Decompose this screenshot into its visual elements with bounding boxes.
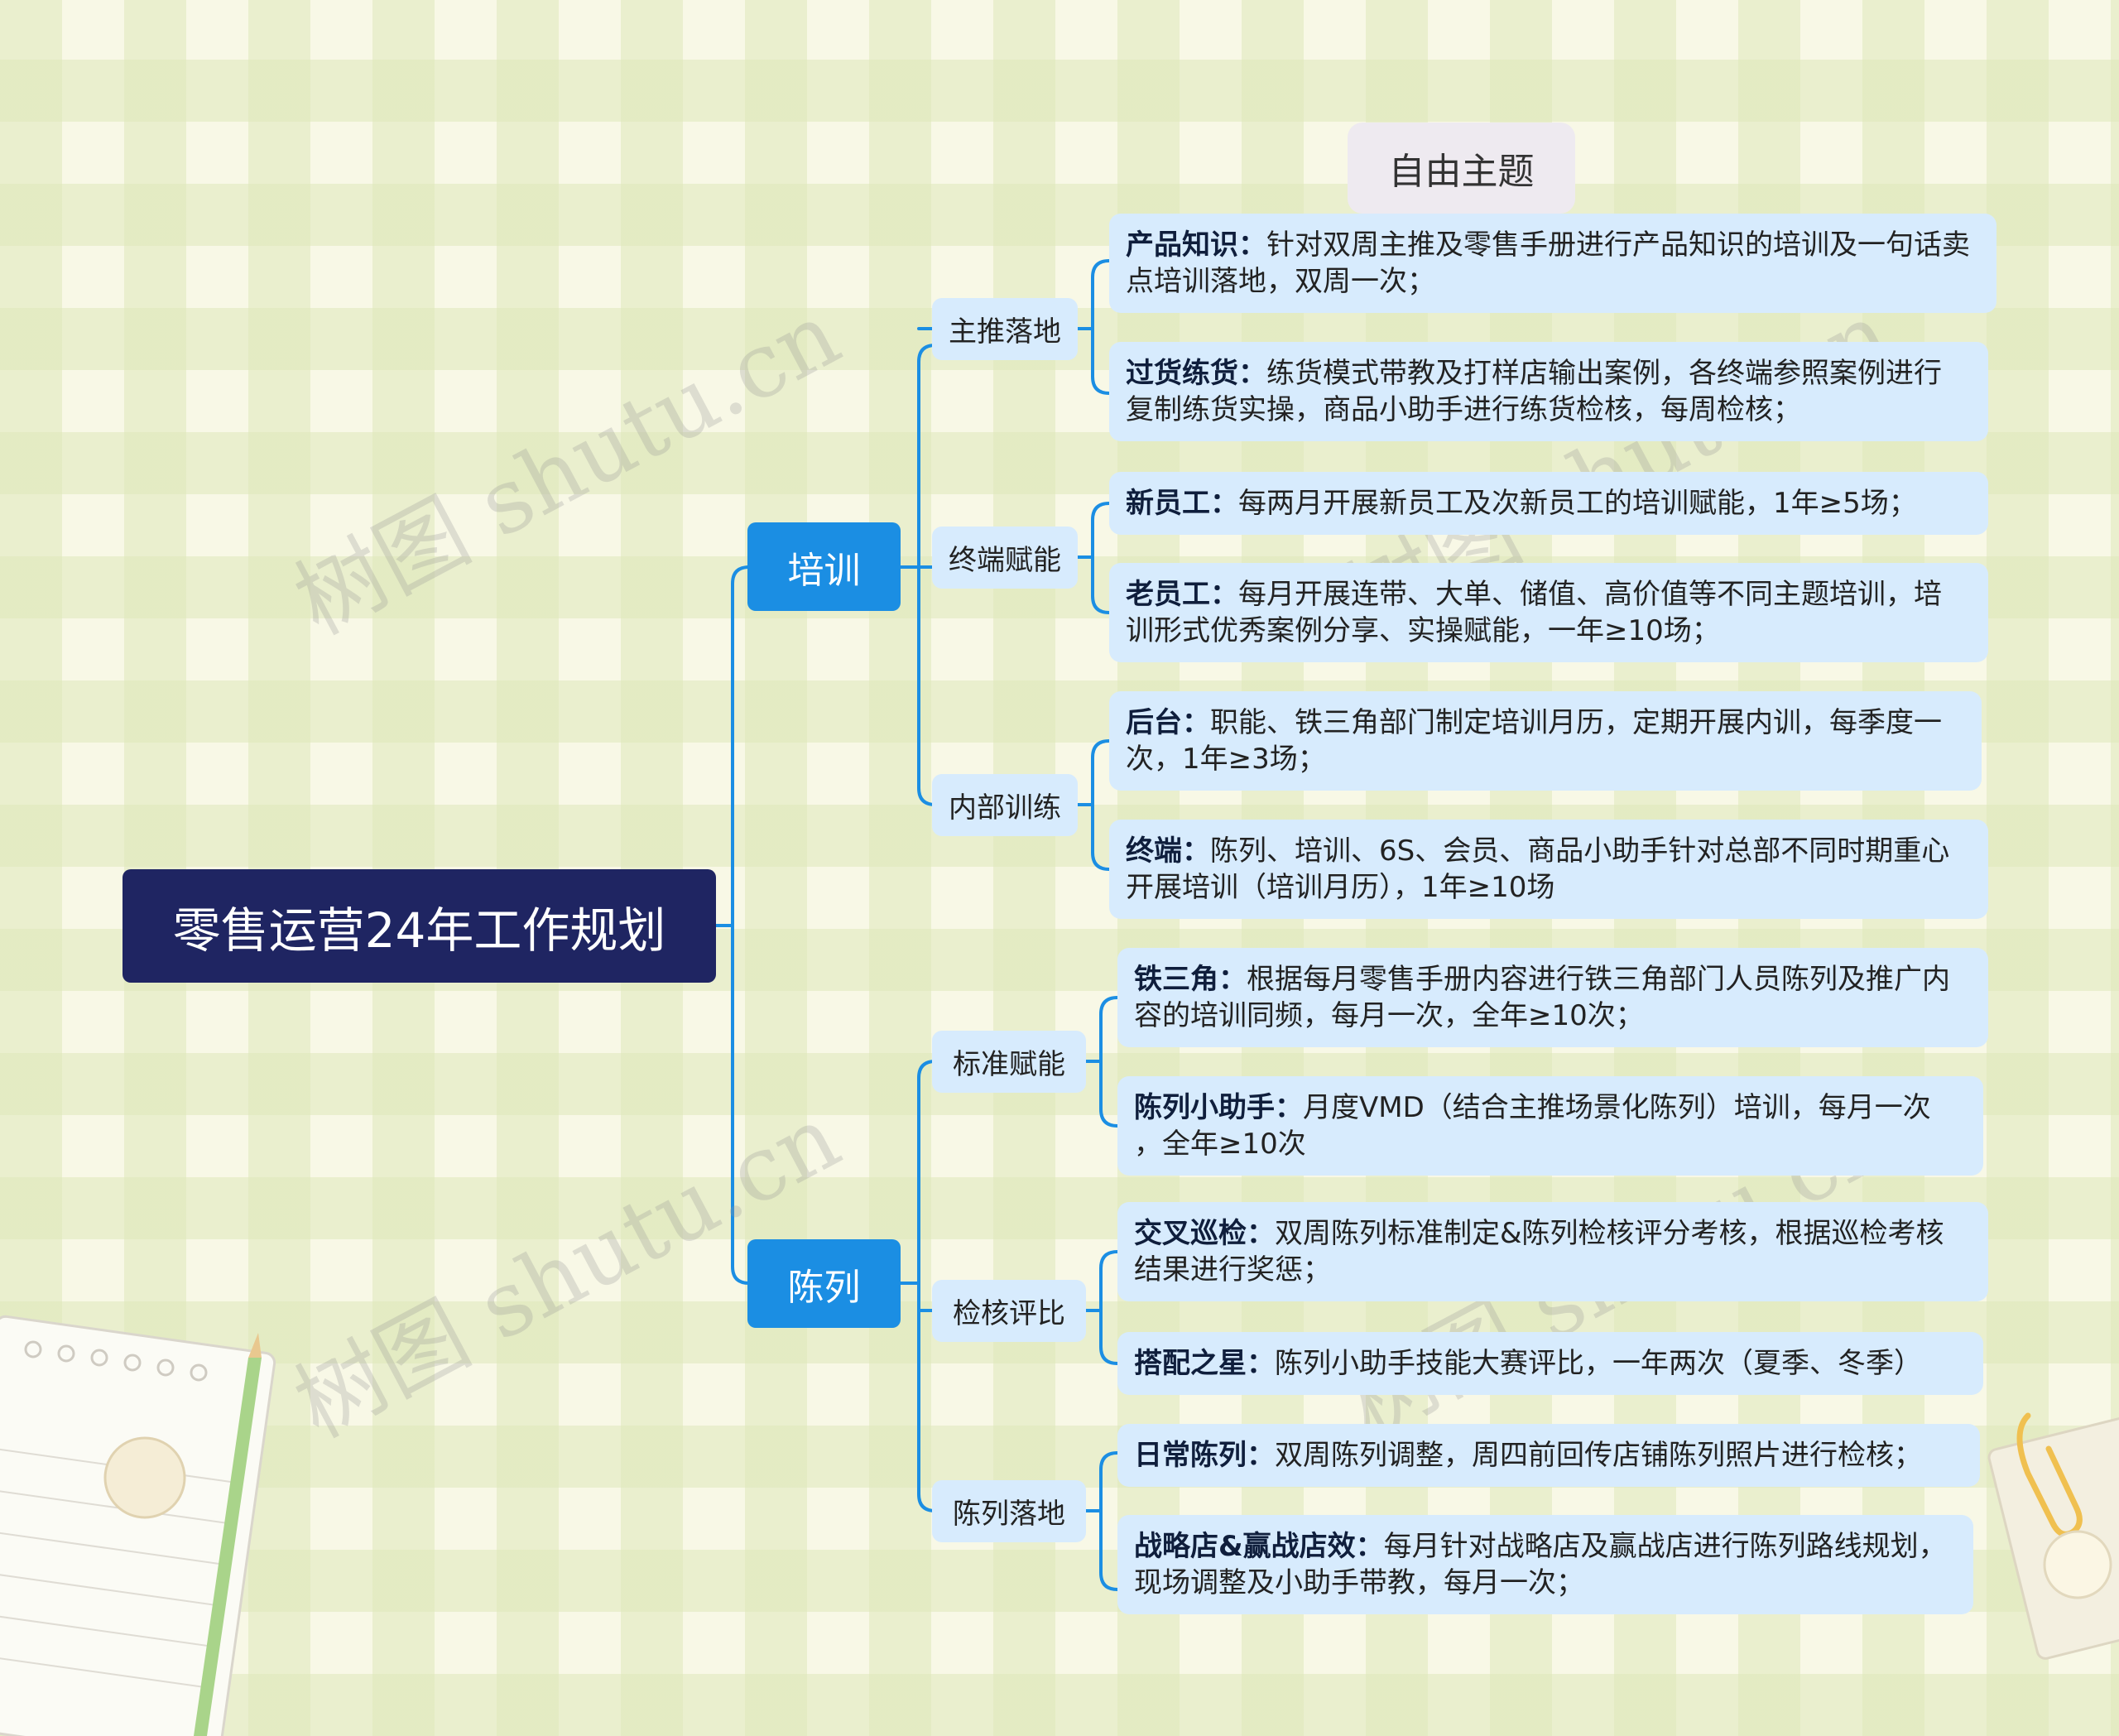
branch-training[interactable]: 培训 xyxy=(747,522,901,611)
leaf-title: 老员工： xyxy=(1126,578,1238,611)
subtopic-luodi[interactable]: 陈列落地 xyxy=(932,1480,1086,1542)
leaf-text: 根据每月零售手册内容进行铁三角部门人员陈列及推广内 xyxy=(1247,963,1950,996)
leaf-text: 职能、铁三角部门制定培训月历，定期开展内训，每季度一 xyxy=(1210,706,1942,739)
leaf-node[interactable]: 新员工：每两月开展新员工及次新员工的培训赋能，1年≥5场； xyxy=(1109,472,1988,535)
connector-trunk xyxy=(733,567,749,1283)
leaf-node[interactable]: 后台：职能、铁三角部门制定培训月历，定期开展内训，每季度一次，1年≥3场； xyxy=(1109,691,1982,791)
leaf-text: 练货模式带教及打样店输出案例，各终端参照案例进行 xyxy=(1266,357,1942,390)
leaf-text: 点培训落地，双周一次； xyxy=(1126,265,1435,298)
leaf-text: 陈列小助手技能大赛评比，一年两次（夏季、冬季） xyxy=(1275,1347,1922,1380)
leaf-text: 开展培训（培训月历），1年≥10场 xyxy=(1126,871,1554,904)
leaf-text: 每月开展连带、大单、储值、高价值等不同主题培训，培 xyxy=(1238,578,1942,611)
leaf-title: 交叉巡检： xyxy=(1134,1217,1275,1250)
connector-zhutui xyxy=(1078,261,1109,393)
leaf-node[interactable]: 铁三角：根据每月零售手册内容进行铁三角部门人员陈列及推广内容的培训同频，每月一次… xyxy=(1117,948,1988,1047)
leaf-node[interactable]: 战略店&赢战店效：每月针对战略店及赢战店进行陈列路线规划，现场调整及小助手带教，… xyxy=(1117,1515,1973,1614)
leaf-node[interactable]: 搭配之星：陈列小助手技能大赛评比，一年两次（夏季、冬季） xyxy=(1117,1332,1983,1395)
leaf-node[interactable]: 终端：陈列、培训、6S、会员、商品小助手针对总部不同时期重心开展培训（培训月历）… xyxy=(1109,820,1988,919)
leaf-node[interactable]: 日常陈列：双周陈列调整，周四前回传店铺陈列照片进行检核； xyxy=(1117,1424,1980,1487)
leaf-title: 铁三角： xyxy=(1134,963,1247,996)
leaf-title: 终端： xyxy=(1126,834,1210,868)
leaf-text: 陈列、培训、6S、会员、商品小助手针对总部不同时期重心 xyxy=(1210,834,1949,868)
leaf-node[interactable]: 过货练货：练货模式带教及打样店输出案例，各终端参照案例进行复制练货实操，商品小助… xyxy=(1109,342,1988,441)
leaf-text: 月度VMD（结合主推场景化陈列）培训，每月一次 xyxy=(1303,1091,1931,1124)
leaf-text: 双周陈列标准制定&陈列检核评分考核，根据巡检考核 xyxy=(1275,1217,1944,1250)
leaf-text: 结果进行奖惩； xyxy=(1134,1253,1331,1286)
subtopic-neibu[interactable]: 内部训练 xyxy=(932,774,1078,836)
leaf-title: 产品知识： xyxy=(1126,228,1266,262)
notebook-decoration xyxy=(0,1308,298,1736)
subtopic-biaozhun[interactable]: 标准赋能 xyxy=(932,1031,1086,1093)
leaf-text: 每月针对战略店及赢战店进行陈列路线规划， xyxy=(1384,1530,1947,1563)
connector-neibu xyxy=(1078,741,1109,869)
leaf-title: 陈列小助手： xyxy=(1134,1091,1303,1124)
leaf-text: 次，1年≥3场； xyxy=(1126,743,1326,776)
root-topic[interactable]: 零售运营24年工作规划 xyxy=(123,869,716,983)
leaf-title: 新员工： xyxy=(1126,487,1238,520)
leaf-title: 战略店&赢战店效： xyxy=(1134,1530,1384,1563)
branch-display[interactable]: 陈列 xyxy=(747,1239,901,1328)
leaf-node[interactable]: 产品知识：针对双周主推及零售手册进行产品知识的培训及一句话卖点培训落地，双周一次… xyxy=(1109,214,1996,313)
connector-biaozhun xyxy=(1086,998,1117,1126)
subtopic-zhongduan[interactable]: 终端赋能 xyxy=(932,527,1078,589)
subtopic-jianhe[interactable]: 检核评比 xyxy=(932,1280,1086,1342)
leaf-title: 过货练货： xyxy=(1126,357,1266,390)
leaf-node[interactable]: 陈列小助手：月度VMD（结合主推场景化陈列）培训，每月一次 ，全年≥10次 xyxy=(1117,1076,1983,1176)
leaf-text: 针对双周主推及零售手册进行产品知识的培训及一句话卖 xyxy=(1266,228,1970,262)
connector-luodi xyxy=(1086,1453,1117,1589)
connector-zhongduan xyxy=(1078,503,1109,613)
connector-jianhe xyxy=(1086,1252,1117,1363)
paper-clip-decoration xyxy=(1978,1399,2119,1672)
leaf-title: 搭配之星： xyxy=(1134,1347,1275,1380)
leaf-text: 训形式优秀案例分享、实操赋能，一年≥10场； xyxy=(1126,614,1720,647)
free-topic[interactable]: 自由主题 xyxy=(1348,123,1575,214)
leaf-node[interactable]: 老员工：每月开展连带、大单、储值、高价值等不同主题培训，培训形式优秀案例分享、实… xyxy=(1109,563,1988,662)
leaf-text: 每两月开展新员工及次新员工的培训赋能，1年≥5场； xyxy=(1238,487,1917,520)
leaf-text: 复制练货实操，商品小助手进行练货检核，每周检核； xyxy=(1126,393,1801,426)
leaf-text: 现场调整及小助手带教，每月一次； xyxy=(1134,1566,1584,1599)
leaf-title: 日常陈列： xyxy=(1134,1439,1275,1472)
leaf-title: 后台： xyxy=(1126,706,1210,739)
subtopic-zhutui[interactable]: 主推落地 xyxy=(932,298,1078,360)
leaf-text: ，全年≥10次 xyxy=(1134,1128,1306,1161)
leaf-node[interactable]: 交叉巡检：双周陈列标准制定&陈列检核评分考核，根据巡检考核结果进行奖惩； xyxy=(1117,1202,1988,1301)
leaf-text: 双周陈列调整，周四前回传店铺陈列照片进行检核； xyxy=(1275,1439,1922,1472)
leaf-text: 容的培训同频，每月一次，全年≥10次； xyxy=(1134,999,1644,1032)
